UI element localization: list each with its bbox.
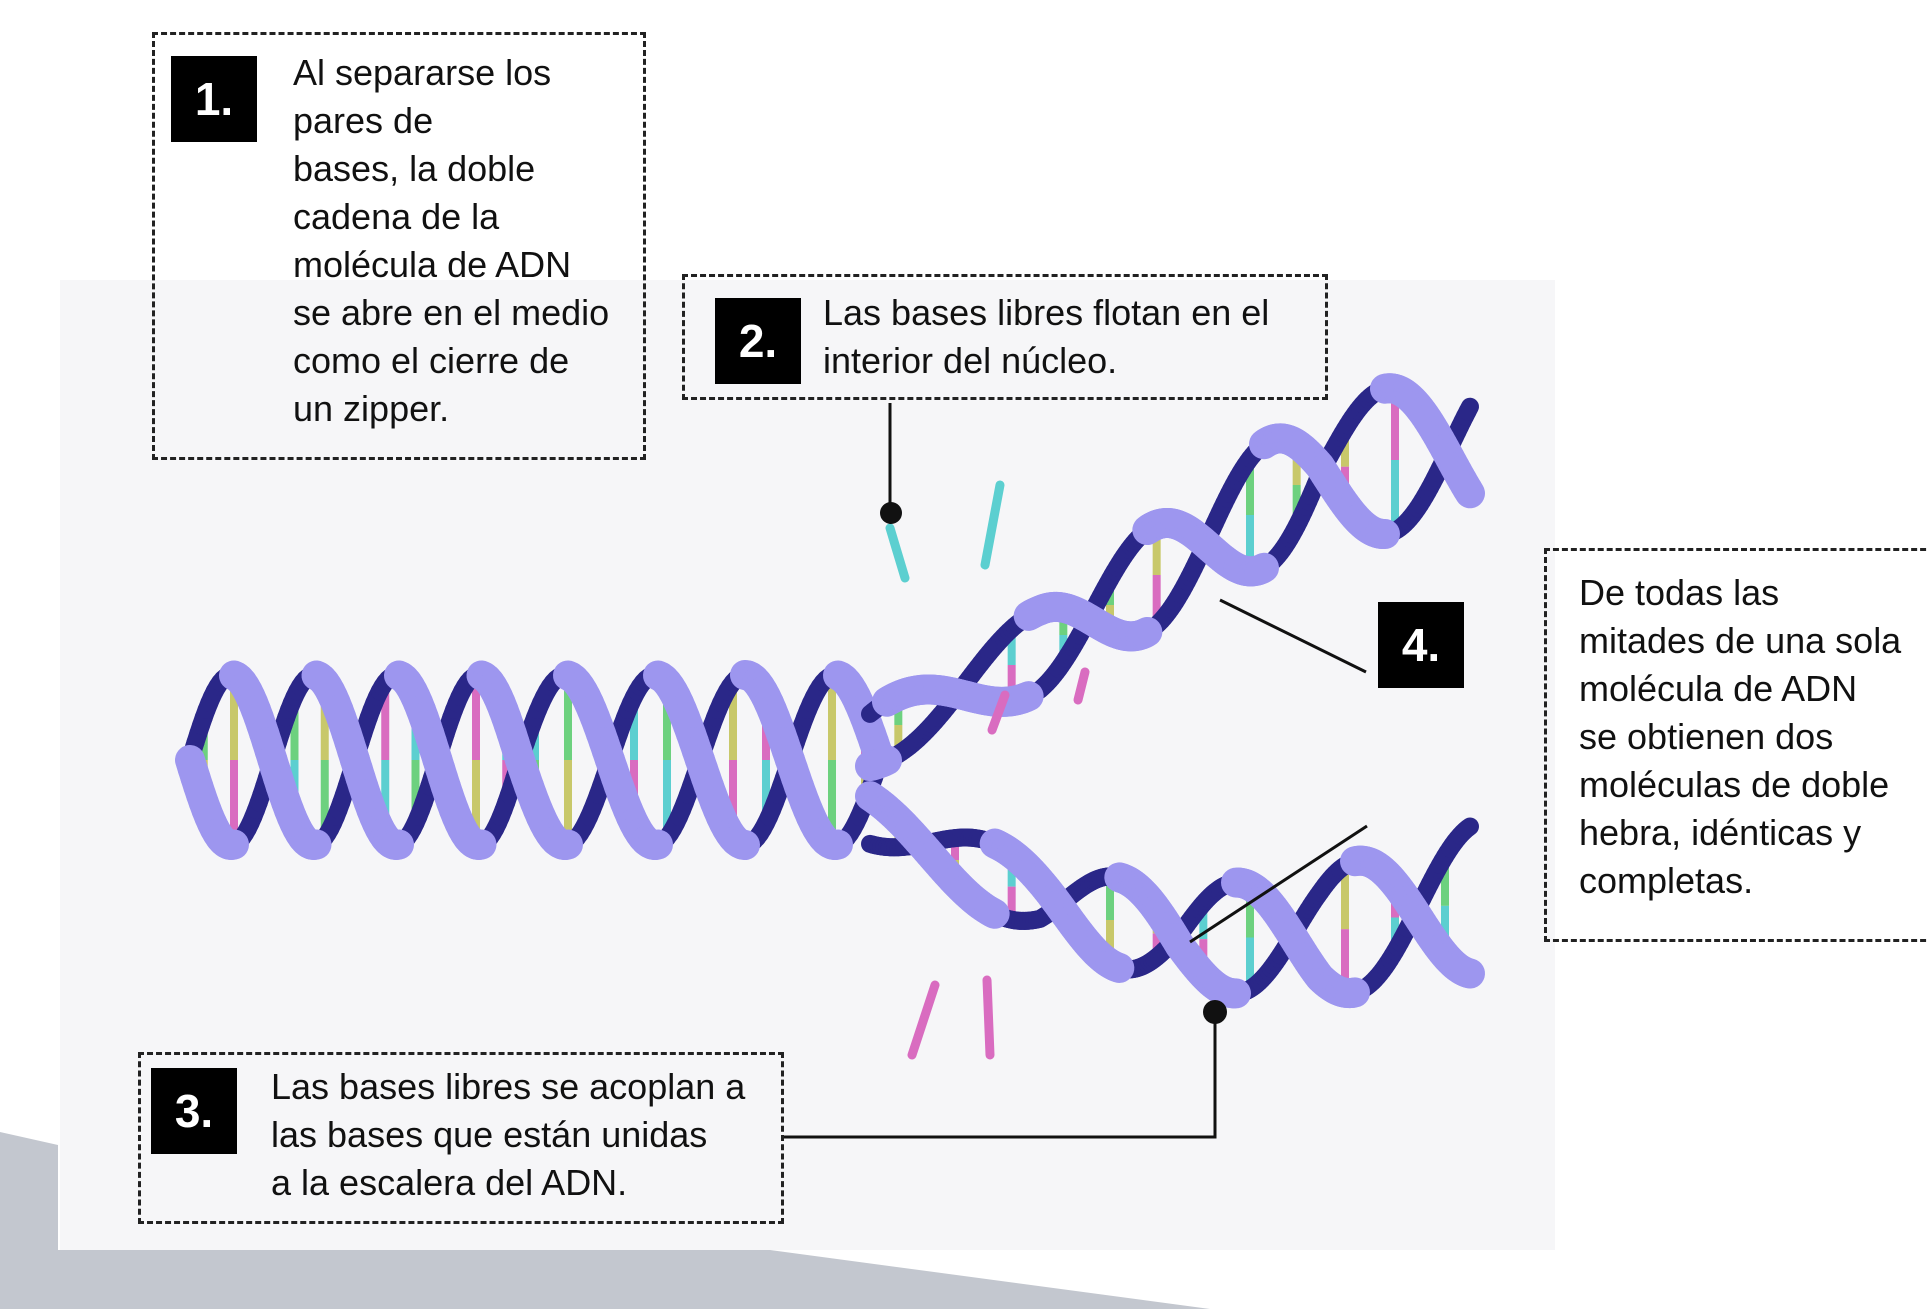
callout-step2: 2. Las bases libres flotan en el interio…: [682, 274, 1328, 400]
step1-text: Al separarse los pares de bases, la dobl…: [293, 49, 609, 433]
connector-step4-bottom: [1189, 824, 1368, 944]
connector-step3-dot: [1203, 1000, 1227, 1024]
dna-left-segment: [175, 660, 895, 860]
callout-step1: 1. Al separarse los pares de bases, la d…: [152, 32, 646, 460]
step4-line: moléculas de doble: [1579, 764, 1890, 805]
free-bases-group: [885, 480, 1090, 1060]
backbone-ribbon-back: [1458, 817, 1479, 838]
free-base: [987, 690, 1010, 735]
step4-line: De todas las: [1579, 572, 1780, 613]
step1-line: cadena de la: [293, 196, 500, 237]
step1-line: pares de: [293, 100, 434, 141]
step3-line: las bases que están unidas: [271, 1114, 708, 1155]
step1-line: se abre en el medio: [293, 292, 610, 333]
step2-line: Las bases libres flotan en el: [823, 292, 1270, 333]
step1-line: un zipper.: [293, 388, 450, 429]
step1-line: como el cierre de: [293, 340, 570, 381]
gray-floor: [0, 1132, 1210, 1309]
dna-bottom-daughter-strand: [855, 781, 1485, 1009]
step4-line: hebra, idénticas y: [1579, 812, 1862, 853]
dna-top-daughter-strand: [855, 373, 1485, 782]
backbone-ribbon-front: [1452, 957, 1485, 989]
step3-number-badge: 3.: [151, 1068, 237, 1154]
step4-line: se obtienen dos: [1579, 716, 1834, 757]
backbone-ribbon-back: [1458, 397, 1479, 421]
step4-line: completas.: [1579, 860, 1754, 901]
free-base: [982, 975, 995, 1060]
free-base: [1073, 667, 1090, 705]
backbone-ribbon-front: [1452, 474, 1485, 509]
free-base: [907, 980, 940, 1060]
backbone-ribbon-front: [1010, 681, 1044, 713]
step2-number-badge: 2.: [715, 298, 801, 384]
step3-line: a la escalera del ADN.: [271, 1162, 628, 1203]
backbone-ribbon-front: [1102, 952, 1135, 983]
step4-text: De todas las mitades de una sola molécul…: [1579, 569, 1901, 905]
free-base: [980, 480, 1005, 570]
step1-line: molécula de ADN: [293, 244, 572, 285]
step4-line: mitades de una sola: [1579, 620, 1902, 661]
callout-step4: De todas las mitades de una sola molécul…: [1544, 548, 1929, 942]
connector-step3: [783, 1012, 1217, 1139]
connector-step2-dot: [880, 502, 902, 524]
step4-number-badge: 4.: [1378, 602, 1464, 688]
backbone-ribbon-front: [1246, 552, 1279, 584]
step2-line: interior del núcleo.: [823, 340, 1118, 381]
callout-step3: 3. Las bases libres se acoplan a las bas…: [138, 1052, 784, 1224]
step2-text: Las bases libres flotan en el interior d…: [823, 289, 1269, 385]
backbone-ribbon-front: [976, 897, 1010, 929]
step1-line: Al separarse los: [293, 52, 552, 93]
step3-line: Las bases libres se acoplan a: [271, 1066, 746, 1107]
backbone-ribbon-front: [1130, 616, 1163, 649]
step4-line: molécula de ADN: [1579, 668, 1858, 709]
backbone-ribbon-front: [869, 745, 902, 777]
step3-text: Las bases libres se acoplan a las bases …: [271, 1063, 745, 1207]
free-base: [885, 523, 910, 583]
connector-step4-top: [1219, 598, 1367, 674]
step1-line: bases, la doble: [293, 148, 536, 189]
step1-number-badge: 1.: [171, 56, 257, 142]
